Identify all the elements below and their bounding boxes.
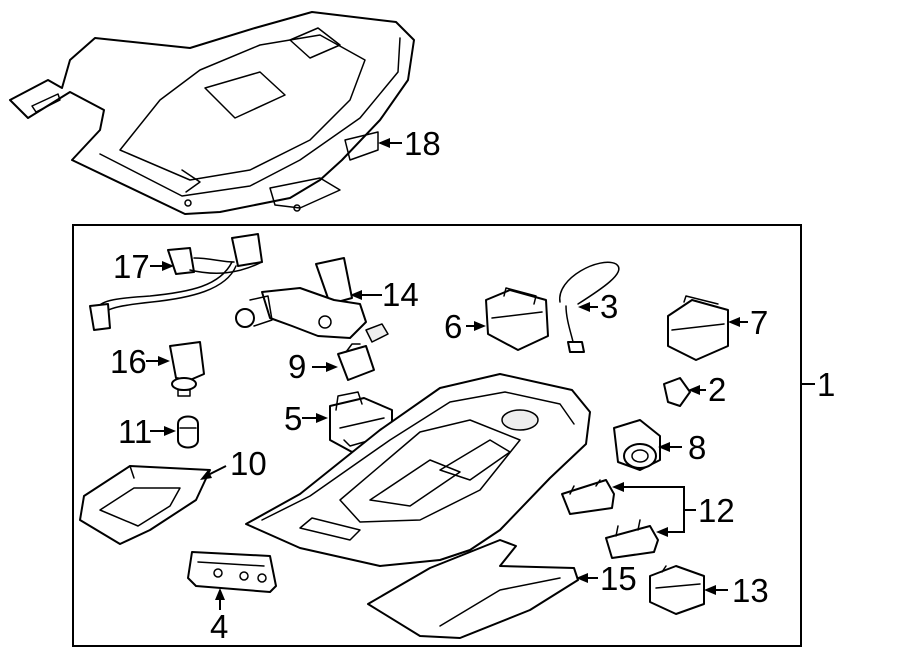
part-3-sensor-cable <box>559 261 620 353</box>
arrow-4 <box>215 588 225 600</box>
callout-15: 15 <box>600 560 637 597</box>
part-17-wiring-harness <box>89 233 263 331</box>
callout-8: 8 <box>688 429 706 466</box>
arrow-16 <box>158 356 170 366</box>
arrow-3 <box>578 302 590 312</box>
arrow-6 <box>474 321 486 331</box>
arrow-7 <box>728 317 740 327</box>
callout-6: 6 <box>444 308 462 345</box>
part-18-bracket <box>9 11 415 215</box>
arrow-12a <box>612 482 624 492</box>
part-13-switch <box>649 565 705 615</box>
arrow-18 <box>378 138 390 148</box>
part-6-switch <box>485 287 549 351</box>
arrow-11 <box>164 426 176 436</box>
arrow-8 <box>658 442 670 452</box>
part-12-cover-a <box>561 479 615 515</box>
arrow-10 <box>200 470 212 480</box>
callout-10: 10 <box>230 445 267 482</box>
callout-5: 5 <box>284 400 302 437</box>
part-7-switch <box>667 295 729 361</box>
callout-7: 7 <box>750 304 768 341</box>
part-16-socket <box>169 341 205 397</box>
callout-18: 18 <box>404 125 441 162</box>
callout-17: 17 <box>113 248 150 285</box>
arrow-2 <box>688 385 700 395</box>
callout-1: 1 <box>817 366 835 403</box>
part-4-switch-panel <box>187 551 277 593</box>
part-12-cover-b <box>605 519 659 559</box>
leader-12 <box>620 486 696 533</box>
part-14-lamp-socket <box>235 257 389 343</box>
callout-16: 16 <box>110 343 147 380</box>
arrow-15 <box>576 573 588 583</box>
part-15-trim <box>367 539 579 639</box>
callout-13: 13 <box>732 572 769 609</box>
callout-12: 12 <box>698 492 735 529</box>
arrow-12b <box>656 527 668 537</box>
arrow-5 <box>316 413 328 423</box>
part-9-clip <box>337 343 375 381</box>
part-1-console-housing <box>245 373 591 567</box>
callout-14: 14 <box>382 276 419 313</box>
callout-2: 2 <box>708 371 726 408</box>
arrow-14 <box>350 290 362 300</box>
part-11-bulb <box>177 415 199 449</box>
part-2-clip <box>663 377 691 407</box>
callout-3: 3 <box>600 288 618 325</box>
callout-11: 11 <box>118 413 152 450</box>
part-8-knob <box>613 419 661 471</box>
callout-9: 9 <box>288 348 306 385</box>
arrow-9 <box>326 362 338 372</box>
arrow-13 <box>704 585 716 595</box>
assembly-frame <box>72 224 802 647</box>
part-10-bezel <box>79 465 211 545</box>
callout-4: 4 <box>210 608 228 645</box>
arrow-17 <box>162 261 174 271</box>
